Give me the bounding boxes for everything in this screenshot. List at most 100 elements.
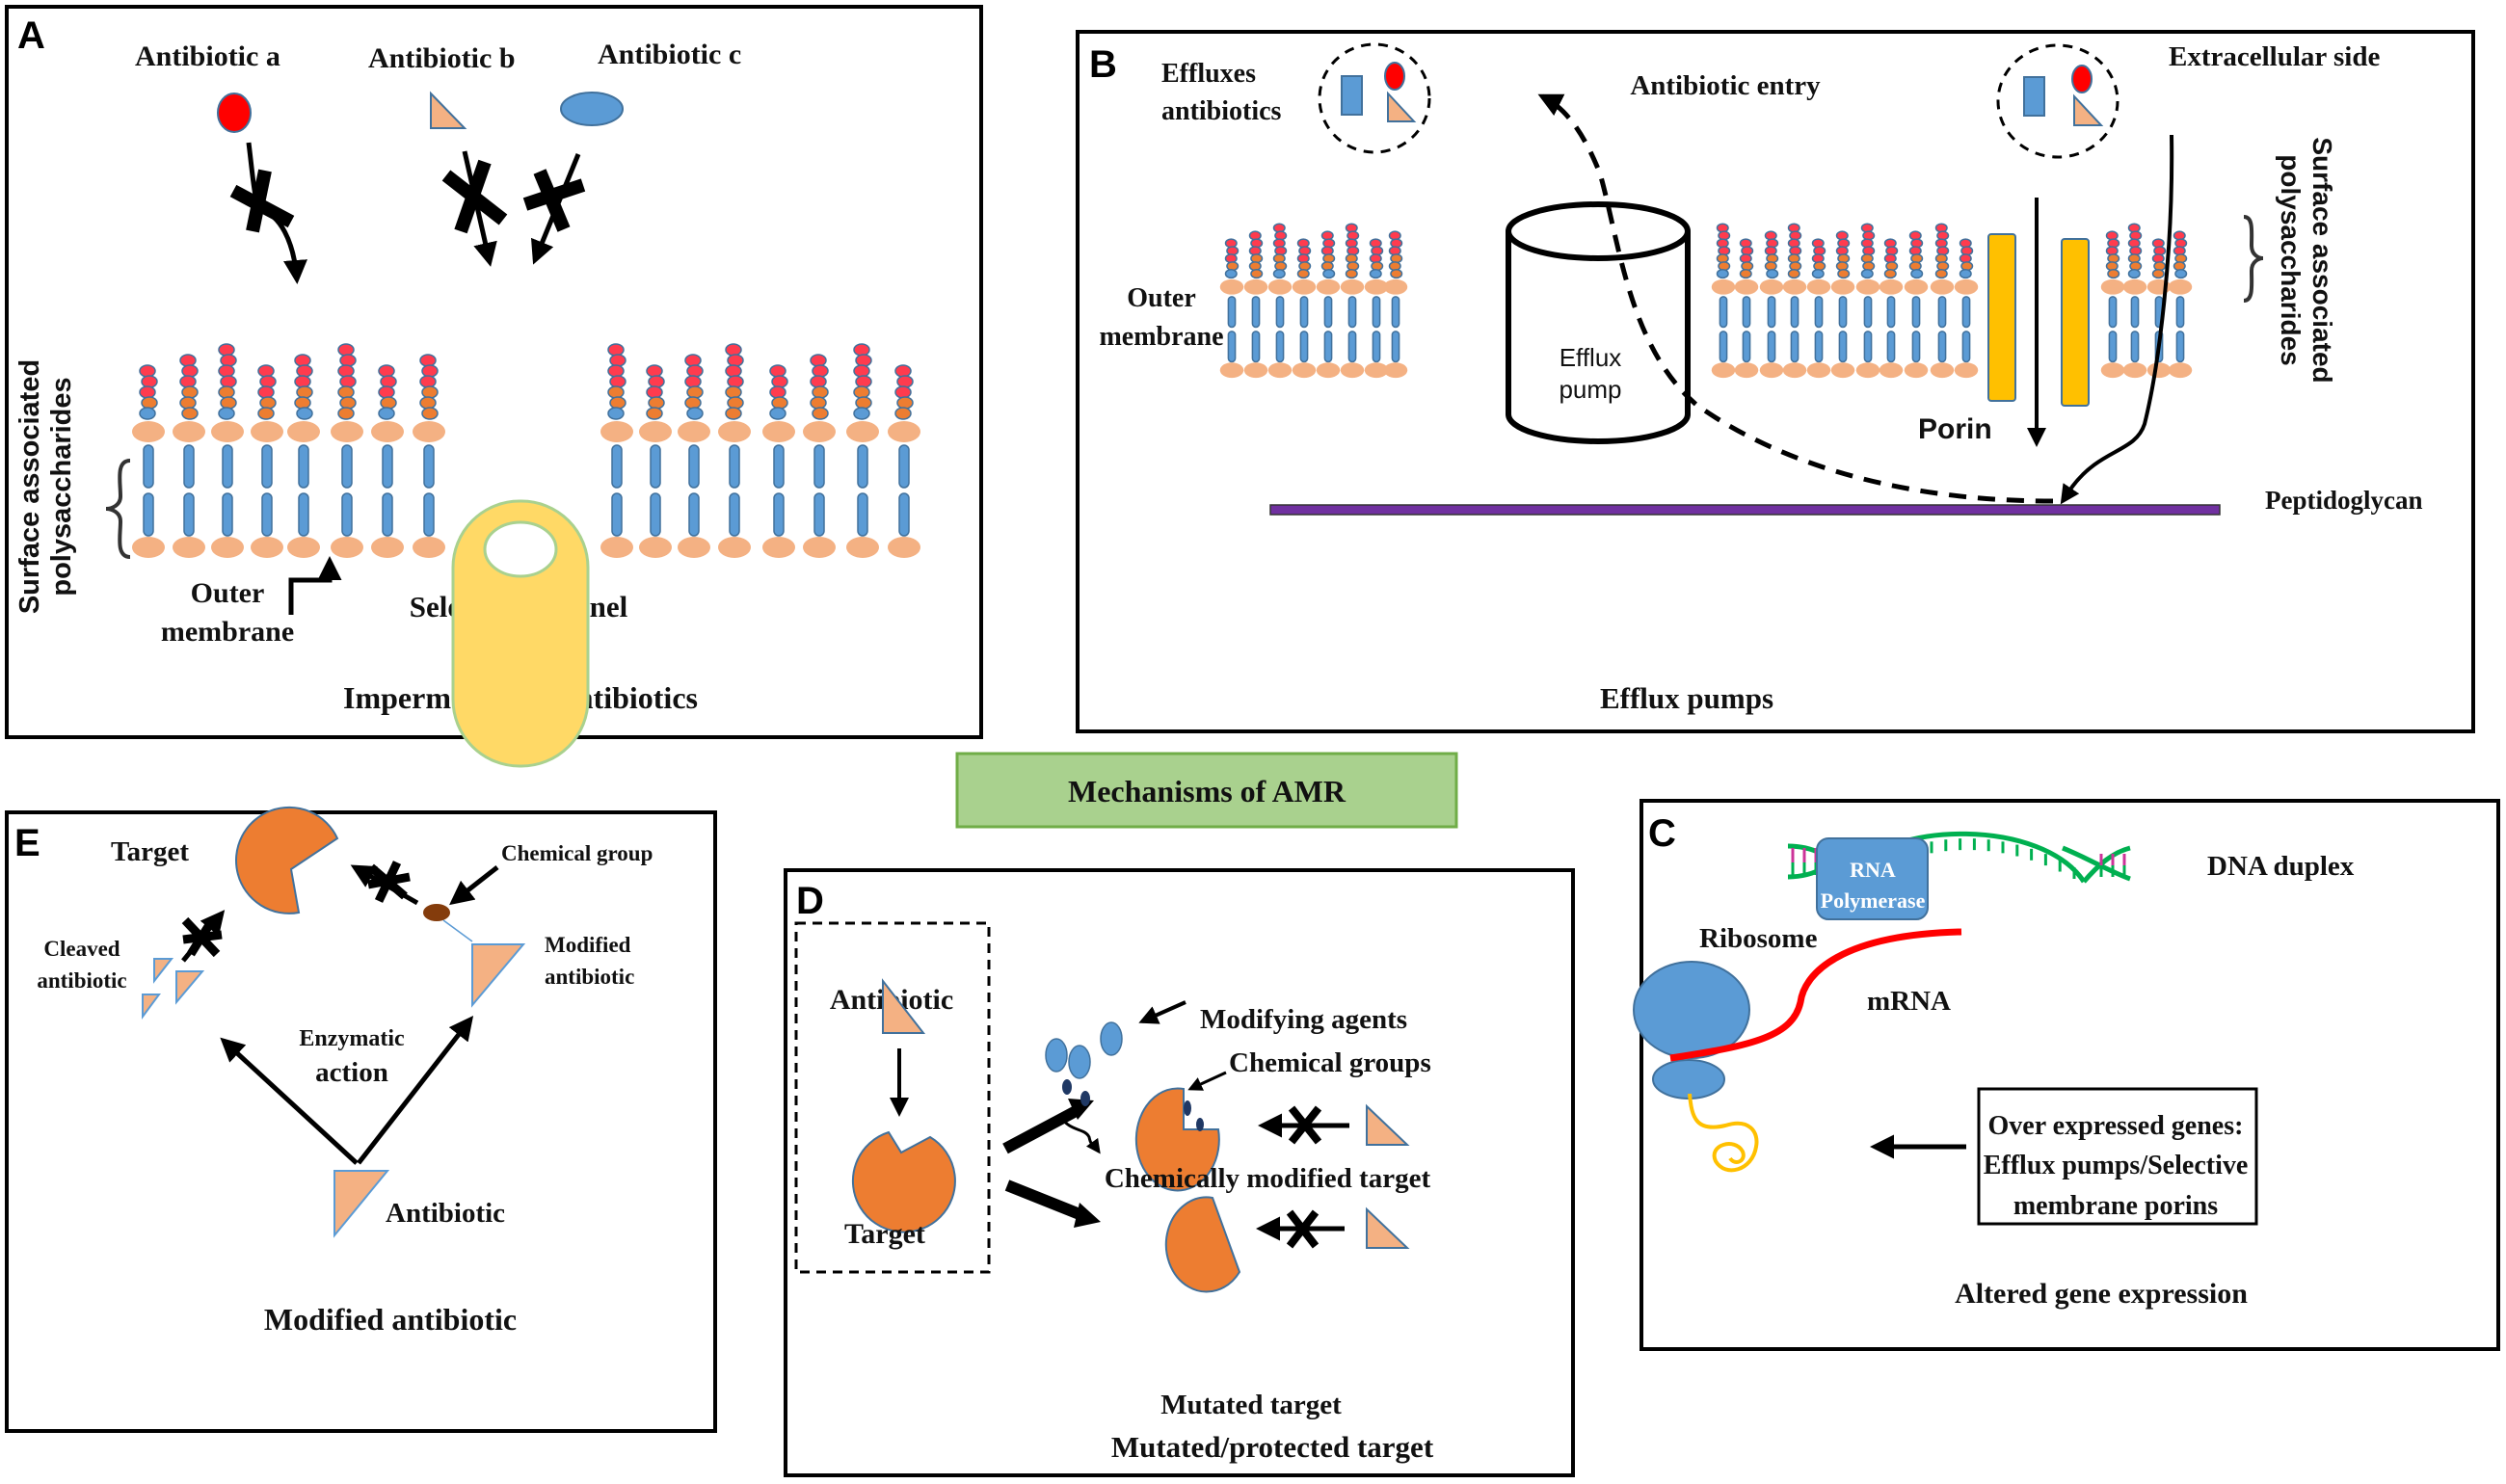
d-chemical-group-1 [1062,1079,1072,1095]
extracellular-side-label: Extracellular side [2169,41,2380,72]
lipid-head-inner [413,537,445,558]
lipid-tail-outer [1251,296,1261,329]
lipid-head-outer [1879,278,1904,295]
lipid-tail-inner [1719,331,1728,363]
lipid-head-outer [173,421,205,442]
lipid-head-inner [2100,362,2125,379]
lipid-head-outer [287,421,320,442]
polysaccharide-unit [1837,269,1851,279]
efflux-path-arrow [1537,93,2054,504]
panel-d: D Antibiotic Target Modifying agents Che… [784,868,1575,1477]
polysaccharide-unit [684,354,702,367]
lipid-head-inner [251,537,283,558]
polysaccharide-unit [725,364,742,378]
polysaccharide-unit [139,407,156,420]
polysaccharide-unit [294,375,311,388]
d-arrow-to-mutated-head [1074,1203,1101,1228]
antibiotic-c-ellipse [560,92,624,126]
d-arrow-to-modified [1002,1103,1082,1154]
polysaccharide-unit [378,364,395,378]
polysaccharide-unit [1250,269,1264,279]
porin-left [1987,233,2016,402]
outer-membrane-pointer-a [288,556,342,615]
lipid-head-inner [371,537,404,558]
lipid-tail-inner [2175,331,2185,363]
polysaccharide-unit [894,407,912,420]
polysaccharide-unit [1787,269,1800,279]
outer-membrane-a [132,343,920,558]
d-chemical-groups-pointer [1187,1071,1227,1091]
polysaccharide-unit [179,354,197,367]
polysaccharide-unit [2151,269,2165,279]
e-chemical-group-dot [423,904,450,921]
lipid-tail-inner [2130,331,2140,363]
panel-e-caption: Modified antibiotic [264,1302,517,1337]
polysaccharide-unit [648,375,665,388]
lipid-tail-outer [688,444,700,489]
polysaccharide-brace-b [2243,215,2264,303]
lipid-head-outer [1364,278,1389,295]
efflux-pump: Efflux pump [1506,201,1691,444]
d-modifying-agents-label: Modifying agents [1200,1004,1407,1035]
e-cleaved-piece-1 [153,958,174,984]
polysaccharide-unit [1910,269,1924,279]
lipid-tail-inner [1961,331,1971,363]
lipid-head-outer [2168,278,2193,295]
block-x-a-icon [229,169,295,233]
polysaccharide-unit [686,407,704,420]
panel-e: E Target Chemical group Cleaved antibiot… [5,806,717,1433]
lipid-tail-inner [898,492,910,537]
polysaccharide-unit [380,375,397,388]
lipid-head-outer [600,421,633,442]
block-x-b-icon [441,159,508,234]
polysaccharide-unit [609,396,626,410]
lipid-tail-inner [1299,331,1309,363]
lipid-tail-inner [1886,331,1896,363]
lipid-tail-outer [261,444,273,489]
svg-text:Surface associated: Surface associated [14,359,45,614]
lipid-tail-inner [729,492,740,537]
polysaccharide-unit [257,364,275,378]
polysaccharide-unit [609,375,626,388]
e-modified-label-1: Modified [545,933,631,957]
lipid-head-inner [718,537,751,558]
lipid-tail-outer [1937,296,1947,329]
lipid-tail-inner [1937,331,1947,363]
d-chemical-group-2 [1080,1091,1090,1106]
lipid-tail-inner [1391,331,1400,363]
e-enzymatic-label-2: action [315,1057,388,1088]
polysaccharide-unit [853,343,870,357]
lipid-head-inner [600,537,633,558]
lipid-tail-outer [898,444,910,489]
outer-membrane-b-label-2: membrane [1099,322,1223,352]
lipid-tail-outer [1299,296,1309,329]
lipid-head-inner [762,537,795,558]
lipid-head-inner [1855,362,1880,379]
svg-text:polysaccharides: polysaccharides [46,377,77,596]
lipid-tail-outer [1275,296,1285,329]
polysaccharide-unit [1224,269,1238,279]
rna-polymerase-label-1: RNA [1850,858,1896,882]
panel-c-letter: C [1648,812,1676,855]
lipid-head-outer [371,421,404,442]
lipid-head-outer [1759,278,1784,295]
lipid-head-outer [2122,278,2147,295]
antibiotic-c-label: Antibiotic c [598,39,741,70]
lipid-tail-outer [1961,296,1971,329]
polysaccharide-unit [419,396,437,410]
polysaccharide-unit [1390,269,1403,279]
antibiotic-a-circle [217,93,252,133]
d-target-label: Target [844,1218,925,1250]
e-target-label: Target [111,836,189,867]
d-chemical-groups-label: Chemical groups [1229,1047,1431,1078]
polysaccharide-unit [1860,269,1874,279]
selective-channel [451,499,590,768]
panel-b-frame [1076,30,2475,733]
polysaccharide-unit [771,375,788,388]
lipid-tail-outer [143,444,154,489]
lipid-tail-outer [183,444,195,489]
e-chemical-group-pointer [449,865,499,906]
panel-e-frame [5,810,717,1433]
lipid-tail-inner [382,492,393,537]
polysaccharide-unit [421,385,439,399]
